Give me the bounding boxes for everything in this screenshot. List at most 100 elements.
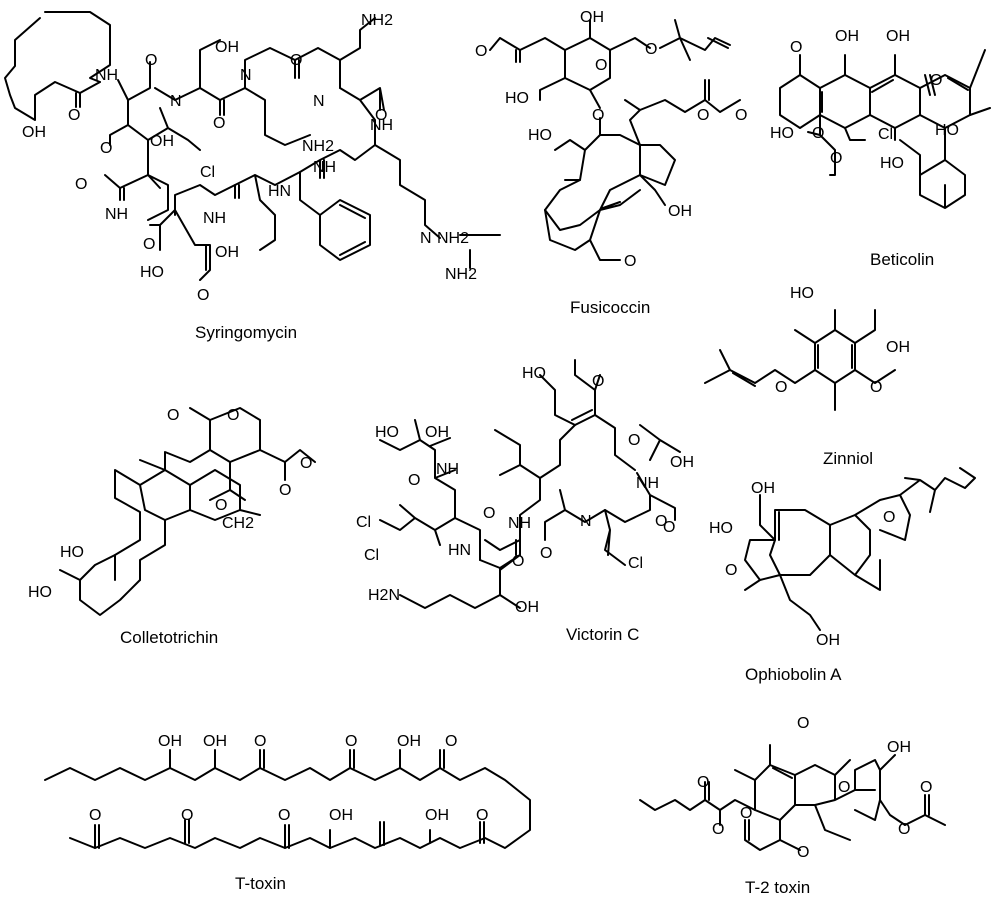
- atom-label: NH2: [445, 266, 477, 283]
- atom-label: NH: [370, 117, 393, 134]
- atom-label: O: [512, 553, 524, 570]
- atom-label: OH: [887, 739, 911, 756]
- t-toxin-labels: OH OH O O OH O O O OH O OH O T-toxin: [89, 733, 488, 893]
- atom-label: O: [920, 779, 932, 796]
- atom-label: O: [697, 774, 709, 791]
- atom-label: OH: [886, 28, 910, 45]
- victorin-c-structure: [379, 359, 681, 609]
- atom-label: O: [790, 39, 802, 56]
- atom-label: O: [740, 805, 752, 822]
- atom-label: OH: [425, 424, 449, 441]
- atom-label: HO: [880, 155, 904, 172]
- atom-label: NH: [95, 67, 118, 84]
- atom-label: O: [930, 72, 942, 89]
- atom-label: OH: [425, 807, 449, 824]
- atom-label: O: [89, 807, 101, 824]
- atom-label: OH: [329, 807, 353, 824]
- atom-label: N: [170, 93, 182, 110]
- atom-label: N: [240, 67, 252, 84]
- atom-label: O: [775, 379, 787, 396]
- atom-label: HO: [140, 264, 164, 281]
- fusicoccin-labels: OH O O O HO O O O HO OH O Fusicoccin: [475, 9, 747, 317]
- atom-label: Cl: [356, 514, 371, 531]
- atom-label: O: [213, 115, 225, 132]
- atom-label: OH: [150, 133, 174, 150]
- atom-label: OH: [580, 9, 604, 26]
- atom-label: O: [592, 107, 604, 124]
- atom-label: O: [254, 733, 266, 750]
- atom-label: NH: [636, 475, 659, 492]
- molecule-name: T-toxin: [235, 874, 286, 893]
- atom-label: O: [838, 779, 850, 796]
- molecule-name: T-2 toxin: [745, 878, 810, 897]
- atom-label: Cl: [628, 555, 643, 572]
- molecule-name: Fusicoccin: [570, 298, 650, 317]
- atom-label: N: [420, 230, 432, 247]
- atom-label: NH: [105, 206, 128, 223]
- atom-label: O: [100, 140, 112, 157]
- atom-label: NH2: [361, 12, 393, 29]
- atom-label: O: [797, 844, 809, 861]
- t-toxin-structure: [44, 749, 531, 849]
- atom-label: OH: [158, 733, 182, 750]
- atom-label: O: [290, 52, 302, 69]
- atom-label: O: [870, 379, 882, 396]
- atom-label: O: [445, 733, 457, 750]
- atom-label: OH: [203, 733, 227, 750]
- ophiobolin-a-labels: OH HO O O OH Ophiobolin A: [709, 480, 895, 684]
- atom-label: O: [830, 150, 842, 167]
- atom-label: O: [475, 43, 487, 60]
- atom-label: O: [797, 715, 809, 732]
- victorin-c-labels: HO O HO OH O NH OH NH O NH O Cl Cl O HN …: [356, 365, 694, 644]
- atom-label: Cl: [200, 164, 215, 181]
- atom-label: OH: [215, 244, 239, 261]
- atom-label: O: [75, 176, 87, 193]
- atom-label: O: [898, 821, 910, 838]
- atom-label: O: [375, 107, 387, 124]
- atom-label: HO: [709, 520, 733, 537]
- atom-label: N: [580, 513, 592, 530]
- atom-label: O: [345, 733, 357, 750]
- atom-label: OH: [515, 599, 539, 616]
- atom-label: CH2: [222, 515, 254, 532]
- atom-label: O: [145, 52, 157, 69]
- atom-label: NH: [203, 210, 226, 227]
- molecule-name: Ophiobolin A: [745, 665, 842, 684]
- atom-label: HN: [268, 183, 291, 200]
- atom-label: O: [483, 505, 495, 522]
- ophiobolin-a-structure: [744, 467, 976, 631]
- atom-label: NH2: [302, 138, 334, 155]
- atom-label: O: [143, 236, 155, 253]
- atom-label: HO: [60, 544, 84, 561]
- atom-label: HO: [528, 127, 552, 144]
- atom-label: HO: [770, 125, 794, 142]
- atom-label: O: [725, 562, 737, 579]
- atom-label: O: [476, 807, 488, 824]
- atom-label: O: [408, 472, 420, 489]
- atom-label: O: [735, 107, 747, 124]
- atom-label: Cl: [364, 547, 379, 564]
- atom-label: O: [883, 509, 895, 526]
- atom-label: O: [278, 807, 290, 824]
- zinniol-labels: HO OH O O Zinniol: [775, 285, 910, 468]
- atom-label: O: [645, 41, 657, 58]
- atom-label: O: [595, 57, 607, 74]
- molecule-name: Zinniol: [823, 449, 873, 468]
- atom-label: O: [300, 455, 312, 472]
- atom-label: O: [592, 373, 604, 390]
- beticolin-structure: [779, 49, 991, 209]
- atom-label: HO: [522, 365, 546, 382]
- atom-label: O: [181, 807, 193, 824]
- colletotrichin-labels: O O O O O CH2 HO HO Colletotrichin: [28, 407, 312, 647]
- atom-label: HN: [448, 542, 471, 559]
- atom-label: OH: [668, 203, 692, 220]
- atom-label: O: [68, 107, 80, 124]
- atom-label: OH: [670, 454, 694, 471]
- molecule-name: Beticolin: [870, 250, 934, 269]
- atom-label: HO: [935, 122, 959, 139]
- atom-label: HO: [790, 285, 814, 302]
- atom-label: OH: [397, 733, 421, 750]
- colletotrichin-structure: [59, 407, 316, 616]
- atom-label: O: [227, 407, 239, 424]
- atom-label: O: [167, 407, 179, 424]
